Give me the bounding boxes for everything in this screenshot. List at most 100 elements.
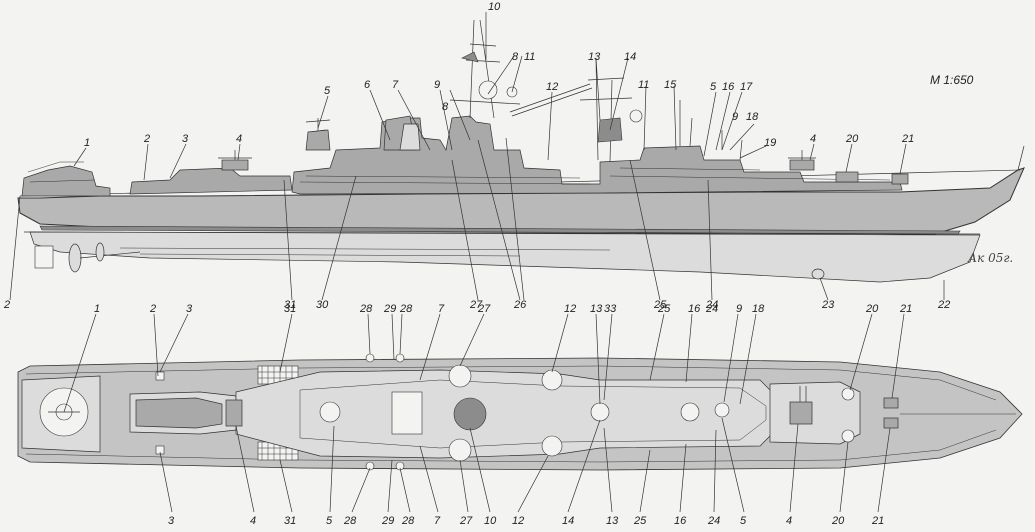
callout-plan-bot-3: 3 — [168, 515, 175, 527]
callout-side-9b: 9 — [732, 111, 738, 123]
plan-aft-gun-4 — [225, 399, 243, 427]
callout-plan-bot-28a: 28 — [343, 515, 357, 527]
callout-side-21: 21 — [901, 133, 914, 145]
callout-side-26: 26 — [513, 299, 527, 311]
plan-launcher-20-bottom — [841, 429, 855, 443]
artist-signature: Ак 05г. — [967, 251, 1013, 265]
callout-side-25: 25 — [653, 299, 667, 311]
plan-launcher-21-bottom — [883, 417, 899, 429]
plan-radar-27-top — [448, 364, 472, 388]
callout-side-5a: 5 — [324, 85, 331, 97]
callout-plan-top-27: 27 — [477, 303, 491, 315]
plan-mast-base — [453, 397, 487, 431]
side-launcher-21 — [891, 173, 909, 185]
side-aft-deckhouse — [129, 167, 293, 195]
callout-plan-top-21: 21 — [899, 303, 912, 315]
callout-plan-bot-24: 24 — [707, 515, 720, 527]
side-main-mast — [449, 19, 521, 119]
callout-side-8a: 8 — [512, 51, 519, 63]
plan-radar-12-top — [541, 369, 563, 391]
callout-plan-bot-29: 29 — [381, 515, 394, 527]
side-keel-line — [119, 247, 611, 257]
callout-plan-top-28a: 28 — [359, 303, 373, 315]
callout-side-7: 7 — [392, 79, 399, 91]
side-underwater-hull — [29, 231, 981, 283]
callout-plan-bot-7: 7 — [434, 515, 441, 527]
callout-plan-bot-4a: 4 — [250, 515, 256, 527]
plan-launcher-21-top — [883, 397, 899, 409]
callout-side-14: 14 — [624, 51, 636, 63]
plan-box-3-bottom — [155, 445, 165, 455]
side-radar-20-icon — [788, 150, 816, 171]
callout-plan-top-24: 24 — [705, 303, 718, 315]
callout-plan-bot-31: 31 — [284, 515, 296, 527]
callout-plan-bot-12: 12 — [512, 515, 524, 527]
callout-side-11b: 11 — [638, 79, 649, 91]
callout-plan-top-29: 29 — [383, 303, 396, 315]
plan-davit-28-c — [365, 461, 375, 471]
callout-side-27: 27 — [469, 299, 483, 311]
callout-plan-top-20: 20 — [865, 303, 879, 315]
callout-side-12: 12 — [546, 81, 558, 93]
plan-fore-mast-2 — [680, 402, 700, 422]
callout-side-10: 10 — [488, 1, 501, 13]
callout-side-16: 16 — [722, 81, 735, 93]
plan-bridge-radar — [714, 402, 730, 418]
plan-box-3-top — [155, 371, 165, 381]
plan-fore-gun-4 — [789, 386, 813, 425]
side-aft-mast — [305, 118, 331, 151]
callout-plan-bot-10: 10 — [484, 515, 497, 527]
side-radar-4-icon — [218, 150, 252, 171]
callout-side-8b: 8 — [442, 101, 449, 113]
callout-plan-bot-5a: 5 — [326, 515, 333, 527]
plan-view — [17, 353, 1023, 471]
callout-side-5b: 5 — [710, 81, 717, 93]
callout-side-2b: 2 — [3, 299, 10, 311]
plan-radar-stack — [391, 391, 423, 435]
callout-plan-bot-16: 16 — [674, 515, 687, 527]
side-bridge-antennas — [679, 100, 743, 161]
plan-launcher-20-top — [841, 387, 855, 401]
callout-plan-bot-28b: 28 — [401, 515, 415, 527]
side-hull-stripe — [39, 225, 961, 235]
callout-plan-top-7: 7 — [438, 303, 445, 315]
callout-plan-bot-4b: 4 — [786, 515, 792, 527]
callout-side-24: 24 — [705, 299, 718, 311]
callout-side-3: 3 — [182, 133, 189, 145]
sonar-dome — [811, 268, 825, 280]
callout-plan-bot-14: 14 — [562, 515, 574, 527]
callout-side-23: 23 — [821, 299, 835, 311]
plan-fore-deckhouse — [769, 381, 861, 445]
plan-fore-mast — [590, 402, 610, 422]
plan-radar-27-bottom — [448, 438, 472, 462]
callout-side-13: 13 — [588, 51, 601, 63]
side-gun-mount-fore — [835, 171, 859, 183]
callout-side-1: 1 — [84, 137, 90, 149]
callout-side-15: 15 — [664, 79, 677, 91]
side-main-superstructure — [291, 115, 903, 195]
callout-side-20: 20 — [845, 133, 859, 145]
side-bow-flagstaff — [1017, 145, 1025, 171]
plan-davit-28-a — [365, 353, 375, 363]
callout-side-11a: 11 — [524, 51, 535, 63]
callout-plan-top-9: 9 — [736, 303, 742, 315]
callout-side-31: 31 — [284, 299, 296, 311]
side-crane-boom — [509, 83, 593, 117]
callout-side-30: 30 — [316, 299, 329, 311]
callout-plan-bot-20: 20 — [831, 515, 845, 527]
plan-deck-edge — [25, 365, 997, 463]
callout-side-4a: 4 — [236, 133, 242, 145]
callout-plan-top-3: 3 — [186, 303, 193, 315]
callout-plan-top-18: 18 — [752, 303, 765, 315]
side-funnel-aft — [399, 123, 421, 151]
callout-plan-top-25: 25 — [657, 303, 671, 315]
side-porthole-rows — [299, 167, 891, 185]
callout-plan-top-13: 13 — [590, 303, 603, 315]
callout-plan-top-33: 33 — [604, 303, 617, 315]
callout-plan-top-1: 1 — [94, 303, 100, 315]
callout-plan-bot-21: 21 — [871, 515, 884, 527]
callout-side-17: 17 — [740, 81, 753, 93]
side-fore-mast — [579, 59, 643, 163]
plan-aft-launcher — [135, 397, 223, 429]
